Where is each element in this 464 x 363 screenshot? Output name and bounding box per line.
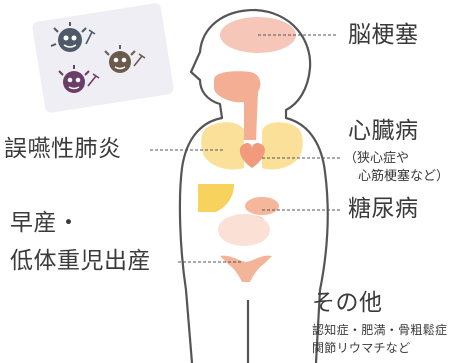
label-pneumonia: 誤嚥性肺炎	[4, 136, 122, 162]
germ-purple-icon	[58, 65, 100, 93]
label-heart-detail-1: （狭心症や	[344, 151, 410, 166]
liver-organ	[198, 184, 234, 212]
germ-card	[32, 3, 174, 113]
label-heart-title: 心臓病	[348, 118, 419, 144]
mouth-throat-organ	[214, 71, 261, 140]
body-outline	[178, 8, 329, 363]
stomach-organ	[245, 197, 279, 215]
germ-dark-icon	[50, 22, 96, 52]
label-preterm-line2: 低体重児出産	[10, 248, 151, 274]
label-diabetes: 糖尿病	[348, 196, 419, 222]
label-stroke: 脳梗塞	[348, 22, 419, 48]
germ-brown-icon	[104, 45, 146, 73]
label-other-detail-2: 関節リウマチなど	[312, 341, 411, 355]
label-other-title: その他	[312, 290, 383, 316]
intestine-organ	[218, 214, 270, 246]
label-heart-detail-2: 心筋梗塞など）	[358, 169, 450, 184]
label-other-detail-1: 認知症・肥満・骨粗鬆症	[312, 323, 448, 337]
label-preterm-line1: 早産・	[10, 210, 81, 236]
uterus-organ	[220, 255, 272, 282]
heart-organ	[239, 142, 265, 168]
germs-illustration	[32, 3, 174, 113]
